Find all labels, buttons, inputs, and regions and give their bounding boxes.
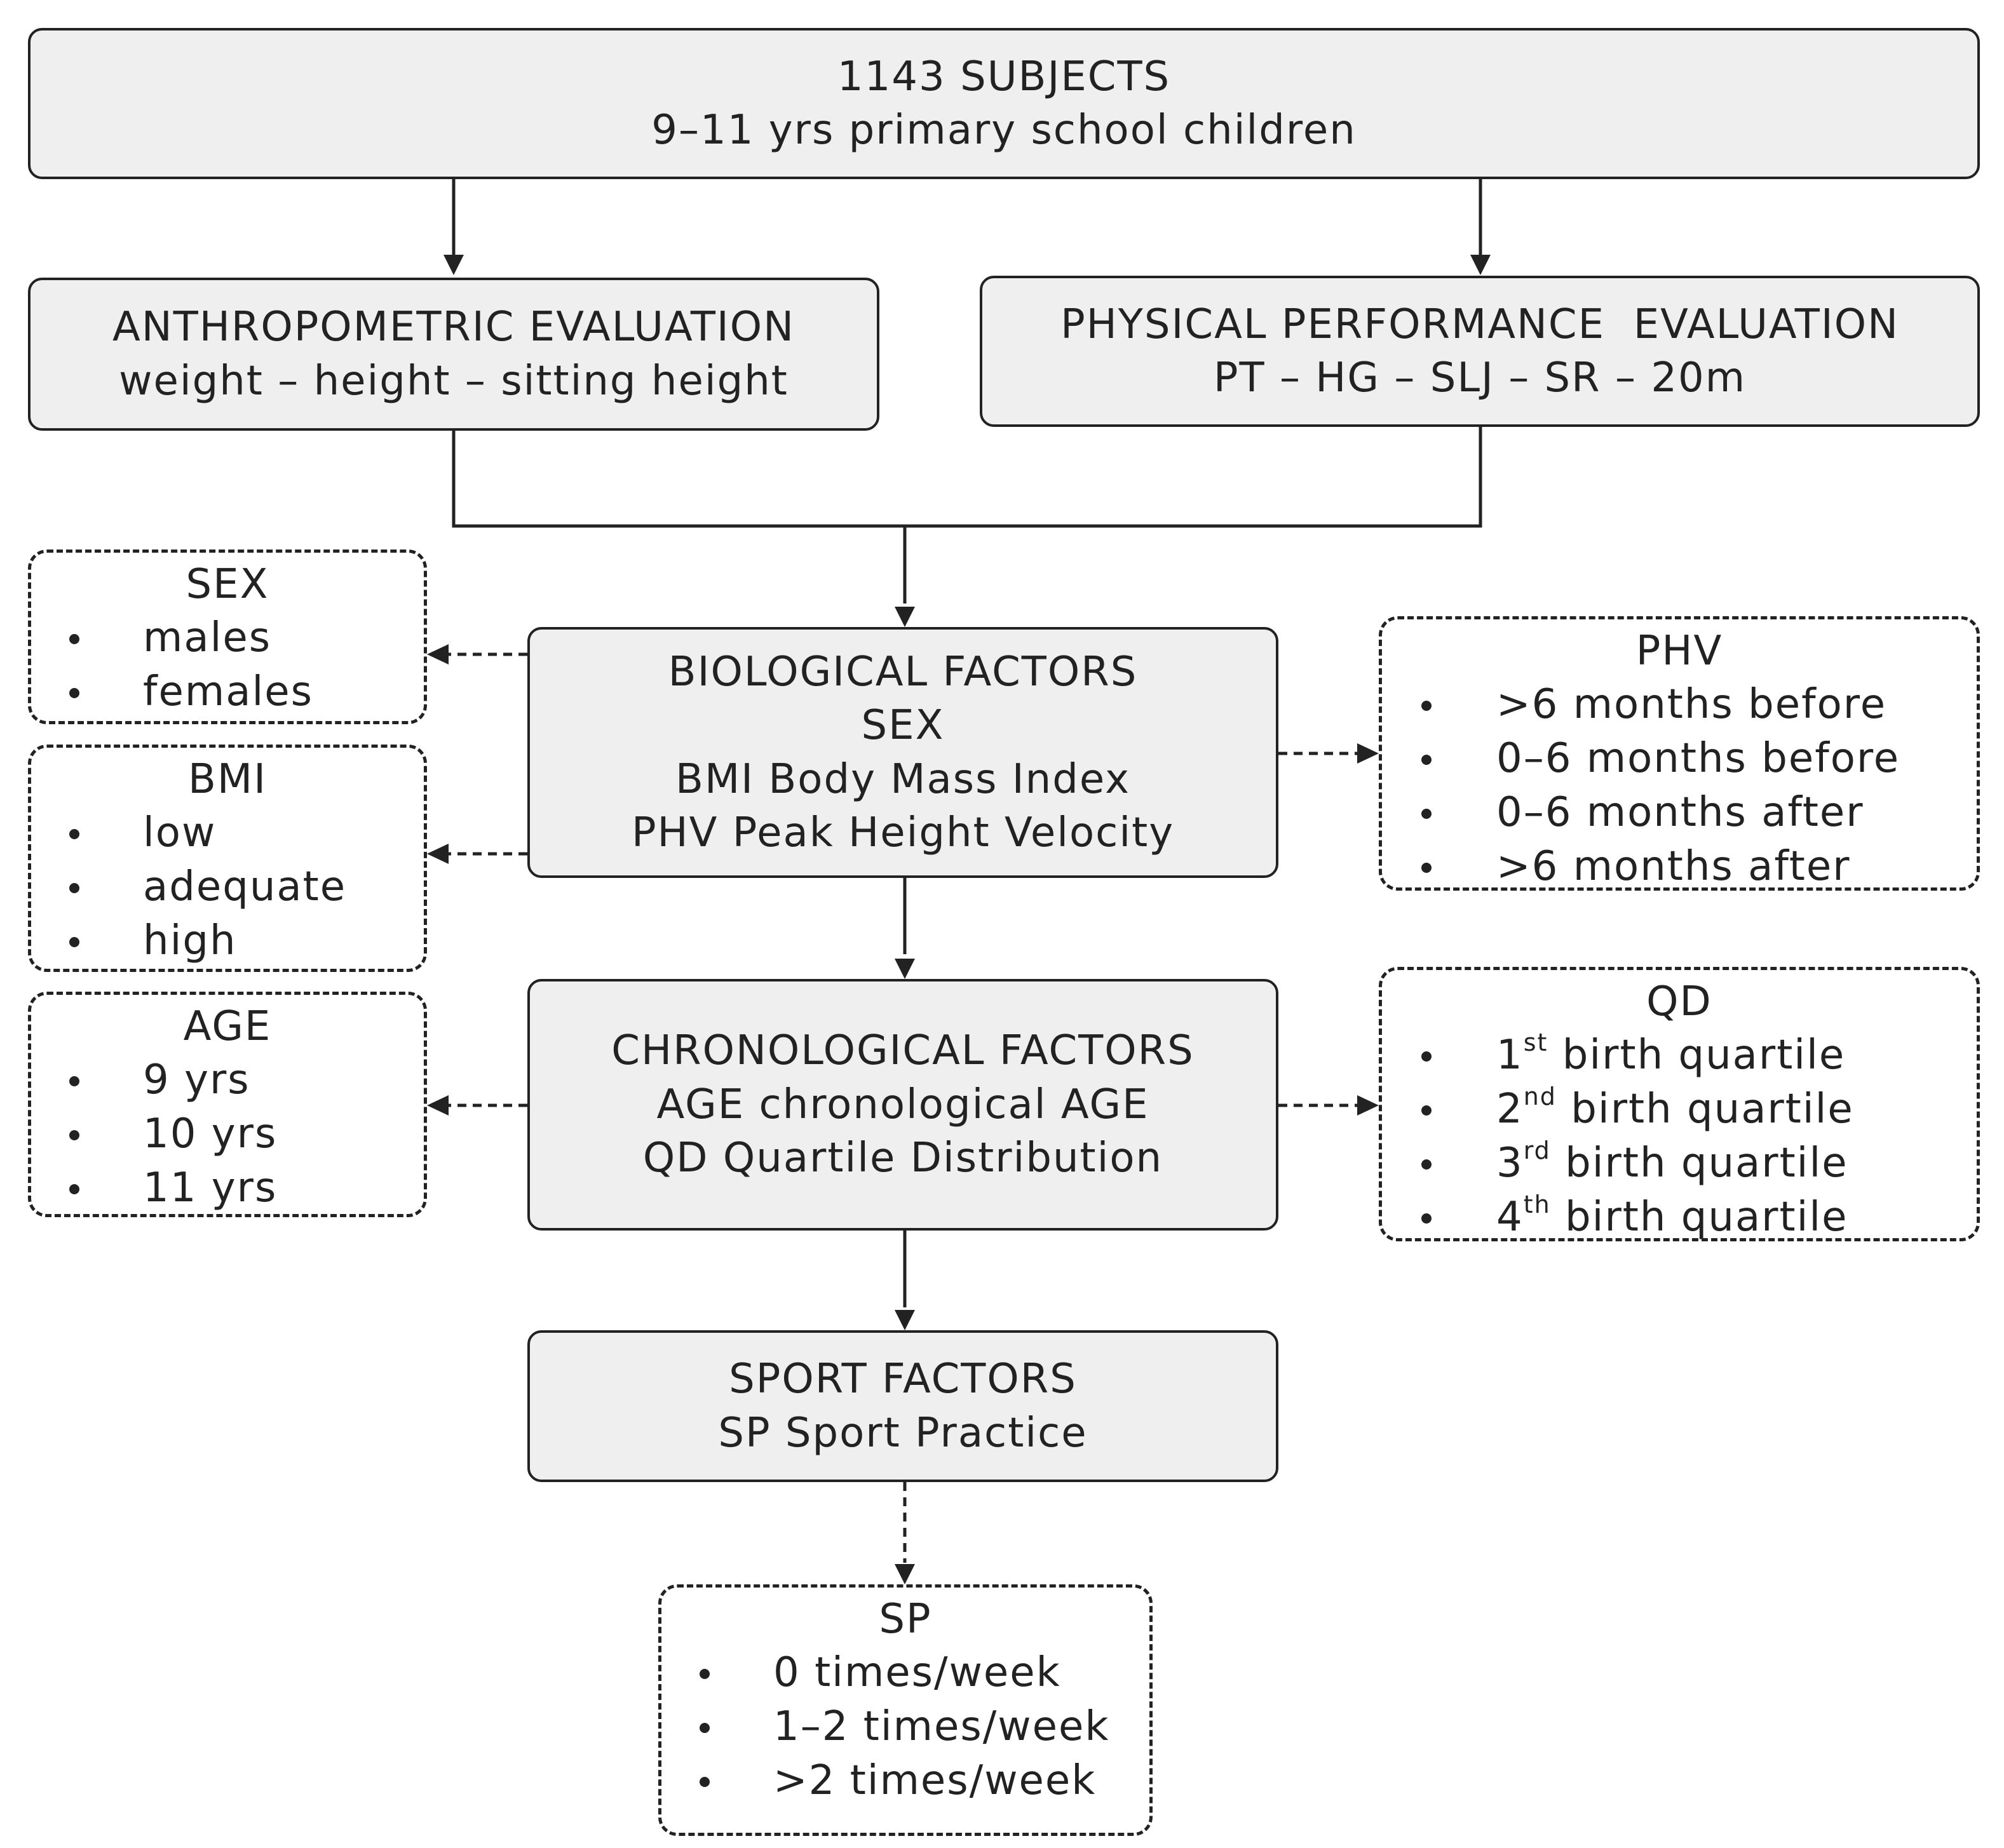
sex-category-box: SEX males females [28,550,427,724]
list-item: 1–2 times/week [661,1700,1149,1754]
sp-category-title: SP [879,1596,932,1643]
chronological-age: AGE chronological AGE [656,1081,1149,1128]
bullet-icon [1421,755,1432,766]
list-item: >2 times/week [661,1754,1149,1808]
sex-category-title: SEX [186,561,269,608]
biological-bmi: BMI Body Mass Index [675,755,1130,803]
connector-evaluations-merge [452,427,1482,528]
bullet-icon [1421,701,1432,712]
arrowhead [1357,743,1379,764]
chronological-factors-box: CHRONOLOGICAL FACTORS AGE chronological … [527,979,1278,1231]
bullet-icon [1421,1105,1432,1116]
bullet-icon [1421,863,1432,873]
phv-category-title: PHV [1635,628,1723,675]
list-item: >6 months before [1382,678,1977,732]
list-item: 2nd birth quartile [1382,1082,1977,1136]
bullet-icon [69,1130,79,1141]
list-item: males [31,611,424,665]
list-item: adequate [31,860,424,914]
list-item: 4th birth quartile [1382,1190,1977,1244]
list-item: 1st birth quartile [1382,1029,1977,1082]
bullet-icon [1421,1159,1432,1170]
list-item: 0–6 months after [1382,786,1977,840]
bullet-icon [69,1184,79,1195]
list-item: 10 yrs [31,1107,424,1161]
list-item: 0–6 months before [1382,732,1977,786]
bullet-icon [69,1076,79,1087]
qd-category-list: 1st birth quartile 2nd birth quartile 3r… [1382,1029,1977,1244]
arrowhead [427,1095,449,1116]
physical-detail: PT – HG – SLJ – SR – 20m [1213,354,1747,401]
sp-category-list: 0 times/week 1–2 times/week >2 times/wee… [661,1646,1149,1808]
chronological-qd: QD Quartile Distribution [642,1135,1163,1182]
bullet-icon [1421,1051,1432,1062]
arrowhead [1470,255,1491,275]
age-category-list: 9 yrs 10 yrs 11 yrs [31,1053,424,1215]
list-item: >6 months after [1382,840,1977,894]
sex-category-list: males females [31,611,424,719]
arrowhead [895,607,915,627]
sport-practice: SP Sport Practice [718,1409,1088,1457]
age-category-title: AGE [183,1003,272,1050]
chronological-title: CHRONOLOGICAL FACTORS [611,1027,1195,1075]
arrowhead [895,1564,915,1584]
anthropometric-title: ANTHROPOMETRIC EVALUATION [112,304,796,351]
qd-category-box: QD 1st birth quartile 2nd birth quartile… [1379,967,1980,1241]
bullet-icon [69,634,79,645]
sport-factors-box: SPORT FACTORS SP Sport Practice [527,1330,1278,1482]
bullet-icon [69,829,79,840]
anthropometric-detail: weight – height – sitting height [119,357,789,405]
arrowhead [427,844,449,864]
arrowhead [895,959,915,979]
bullet-icon [69,688,79,699]
arrowhead [1357,1095,1379,1116]
bullet-icon [69,937,79,948]
biological-title: BIOLOGICAL FACTORS [668,648,1138,696]
anthropometric-evaluation-box: ANTHROPOMETRIC EVALUATION weight – heigh… [28,278,879,431]
arrowhead [895,1310,915,1330]
physical-title: PHYSICAL PERFORMANCE EVALUATION [1060,300,1899,348]
subjects-description: 9–11 yrs primary school children [651,107,1357,154]
list-item: low [31,806,424,860]
bmi-category-title: BMI [188,756,267,803]
biological-factors-box: BIOLOGICAL FACTORS SEX BMI Body Mass Ind… [527,627,1278,878]
bullet-icon [1421,1213,1432,1224]
list-item: females [31,665,424,719]
list-item: 0 times/week [661,1646,1149,1700]
bullet-icon [700,1723,710,1734]
bullet-icon [1421,809,1432,819]
subjects-count: 1143 SUBJECTS [837,53,1171,100]
bmi-category-box: BMI low adequate high [28,745,427,972]
sp-category-box: SP 0 times/week 1–2 times/week >2 times/… [658,1584,1153,1836]
arrowhead [427,644,449,664]
phv-category-box: PHV >6 months before 0–6 months before 0… [1379,616,1980,891]
list-item: 11 yrs [31,1161,424,1215]
biological-phv: PHV Peak Height Velocity [631,809,1175,856]
physical-performance-evaluation-box: PHYSICAL PERFORMANCE EVALUATION PT – HG … [980,276,1980,427]
bullet-icon [700,1669,710,1680]
list-item: high [31,914,424,968]
bmi-category-list: low adequate high [31,806,424,968]
sport-title: SPORT FACTORS [729,1356,1077,1403]
bullet-icon [69,883,79,894]
biological-sex: SEX [861,702,945,750]
list-item: 3rd birth quartile [1382,1136,1977,1190]
subjects-box: 1143 SUBJECTS 9–11 yrs primary school ch… [28,28,1980,179]
bullet-icon [700,1777,710,1788]
list-item: 9 yrs [31,1053,424,1107]
arrowhead [443,255,464,275]
qd-category-title: QD [1646,978,1712,1025]
phv-category-list: >6 months before 0–6 months before 0–6 m… [1382,678,1977,894]
age-category-box: AGE 9 yrs 10 yrs 11 yrs [28,992,427,1217]
